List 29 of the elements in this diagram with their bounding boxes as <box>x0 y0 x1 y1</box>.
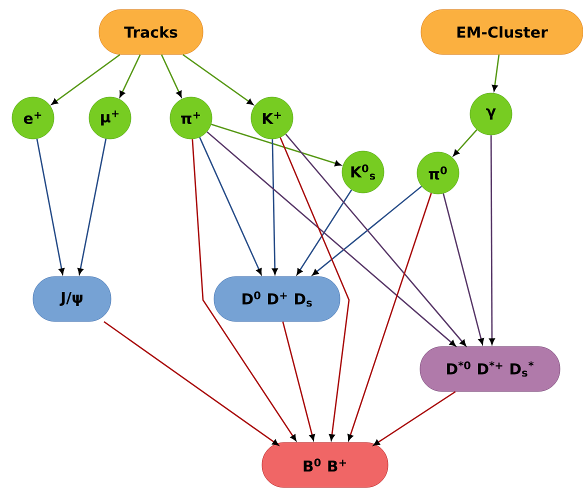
arrow <box>51 54 120 105</box>
arrow <box>348 192 432 441</box>
arrow <box>442 193 484 345</box>
arrow <box>192 139 296 441</box>
arrow <box>272 139 278 274</box>
pill-box: Tracks <box>98 9 204 55</box>
arrow <box>206 131 456 346</box>
pill-box: B$^{0}$ B$^{+}$ <box>262 442 388 488</box>
arrow <box>120 54 141 98</box>
arrow <box>78 138 107 275</box>
arrow <box>489 135 495 344</box>
pill-box: EM-Cluster <box>420 9 583 55</box>
arrow <box>373 391 456 446</box>
arrow <box>211 124 342 166</box>
arrow <box>282 322 315 441</box>
arrow <box>104 321 279 446</box>
arrow <box>296 189 352 275</box>
arrow <box>182 54 254 105</box>
pill-box: D$^{0}$ D$^{+}$ D$_{s}$ <box>214 276 340 322</box>
pill-box: J/ψ <box>32 276 112 322</box>
arrow <box>160 54 182 98</box>
arrow <box>453 129 478 156</box>
arrow <box>312 186 422 276</box>
arrow <box>285 134 466 346</box>
arrow <box>199 137 262 275</box>
arrow <box>492 54 500 92</box>
pill-box: D$^{*0}$ D$^{*+}$ D$_{s}$* <box>420 346 560 392</box>
arrow <box>36 138 64 275</box>
arrow <box>280 137 350 441</box>
